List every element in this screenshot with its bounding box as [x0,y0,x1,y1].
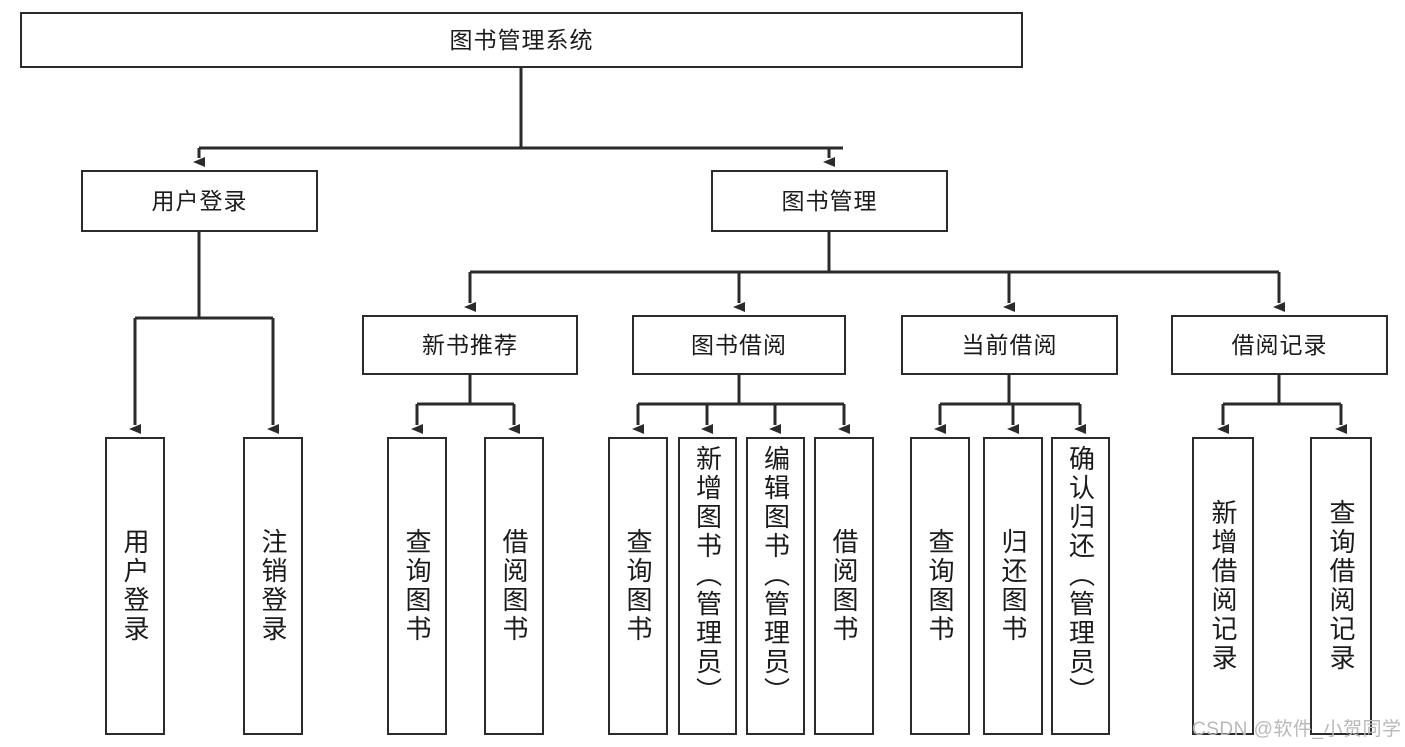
node-label: 确认归还（管理员） [1065,445,1096,706]
node-label: 新增图书（管理员） [692,445,723,706]
leaf-logout[interactable]: 注销登录 [243,437,303,735]
watermark: CSDN @软件_小贺同学 [1192,719,1402,740]
node-label: 新增借阅记录 [1208,499,1238,673]
node-label: 借阅记录 [1231,331,1328,358]
node-label: 查询图书 [402,528,432,644]
node-book-borrow[interactable]: 图书借阅 [632,315,846,375]
leaf-add-book-admin[interactable]: 新增图书（管理员） [678,437,737,735]
node-label: 图书管理 [781,187,878,214]
leaf-query-book-newbook[interactable]: 查询图书 [387,437,447,735]
leaf-query-borrow-record[interactable]: 查询借阅记录 [1310,437,1372,735]
node-label: 用户登录 [120,528,150,644]
node-borrow-records[interactable]: 借阅记录 [1171,315,1388,375]
node-label: 查询借阅记录 [1326,499,1356,673]
node-label: 图书管理系统 [449,26,594,53]
leaf-add-borrow-record[interactable]: 新增借阅记录 [1192,437,1254,735]
node-book-management[interactable]: 图书管理 [711,170,948,232]
node-new-book-recommend[interactable]: 新书推荐 [362,315,578,375]
node-root[interactable]: 图书管理系统 [20,12,1023,68]
node-label: 图书借阅 [691,331,787,358]
node-label: 查询图书 [925,528,955,644]
node-label: 新书推荐 [422,331,518,358]
node-label: 当前借阅 [961,331,1058,358]
leaf-edit-book-admin[interactable]: 编辑图书（管理员） [746,437,805,735]
leaf-borrow-book[interactable]: 借阅图书 [814,437,874,735]
leaf-borrow-book-newbook[interactable]: 借阅图书 [484,437,544,735]
leaf-query-book-current[interactable]: 查询图书 [910,437,970,735]
node-label: 查询图书 [623,528,653,644]
node-label: 注销登录 [258,528,288,644]
leaf-confirm-return-admin[interactable]: 确认归还（管理员） [1051,437,1110,735]
leaf-query-book-borrow[interactable]: 查询图书 [608,437,668,735]
node-current-borrow[interactable]: 当前借阅 [901,315,1118,375]
node-label: 借阅图书 [499,528,529,644]
leaf-user-login[interactable]: 用户登录 [105,437,165,735]
leaf-return-book[interactable]: 归还图书 [983,437,1043,735]
node-label: 归还图书 [998,528,1028,644]
node-label: 编辑图书（管理员） [760,445,791,706]
node-label: 用户登录 [151,187,248,214]
node-user-login[interactable]: 用户登录 [81,170,318,232]
node-label: 借阅图书 [829,528,859,644]
